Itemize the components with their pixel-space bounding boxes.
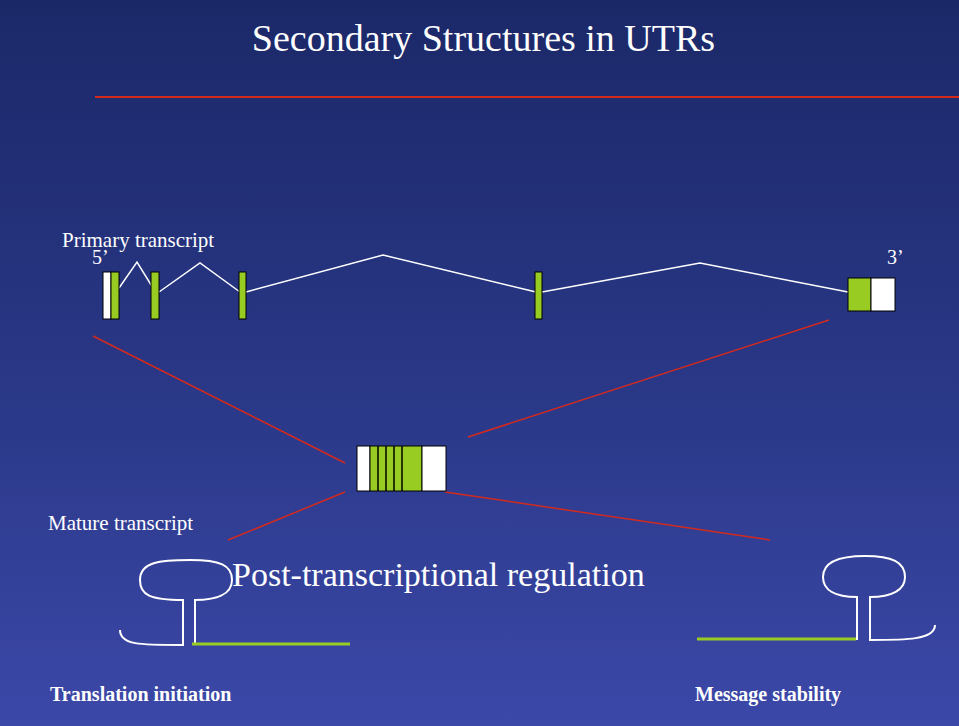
end-marker: 5’: [92, 246, 109, 268]
section-label: Mature transcript: [48, 512, 193, 535]
function-label: Message stability: [695, 683, 841, 705]
stem-loop-3utr: [697, 556, 935, 640]
title-rule: [95, 96, 959, 98]
slide-title: Secondary Structures in UTRs: [4, 18, 959, 60]
function-label: Translation initiation: [50, 683, 231, 705]
mature-transcript: [357, 446, 446, 491]
gene-model: [103, 255, 895, 319]
splice-lines: [93, 320, 829, 540]
end-marker: 3’: [887, 246, 904, 268]
heading-label: Post-transcriptional regulation: [232, 556, 645, 593]
section-label: Primary transcript: [62, 229, 214, 252]
